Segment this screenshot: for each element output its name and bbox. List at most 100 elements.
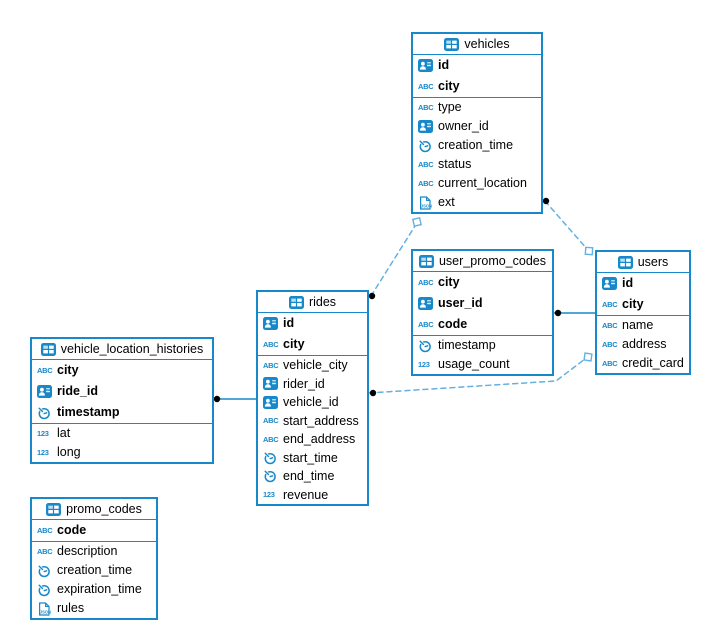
- field-name: start_address: [283, 413, 359, 428]
- text-type-icon: ABC: [602, 320, 618, 330]
- relation-diamond-marker: [412, 217, 422, 227]
- field-name: code: [438, 317, 468, 332]
- field-name: city: [438, 275, 460, 290]
- table-header[interactable]: rides: [258, 292, 367, 313]
- json-doc-icon: JSON: [37, 601, 53, 616]
- table-header[interactable]: users: [597, 252, 689, 273]
- field-row-timestamp[interactable]: timestamp: [32, 402, 212, 423]
- field-row-city[interactable]: ABC city: [413, 272, 552, 293]
- text-type-icon: ABC: [602, 358, 618, 368]
- field-name: end_address: [283, 432, 356, 446]
- clock-icon: [37, 564, 53, 578]
- field-row-id[interactable]: id: [258, 313, 367, 334]
- table-header[interactable]: vehicle_location_histories: [32, 339, 212, 360]
- field-row-end_time[interactable]: end_time: [258, 467, 367, 486]
- field-row-credit_card[interactable]: ABC credit_card: [597, 354, 689, 373]
- field-name: credit_card: [622, 356, 684, 371]
- field-name: owner_id: [438, 119, 489, 134]
- text-type-icon: ABC: [418, 319, 434, 329]
- id-card-icon: [37, 385, 53, 398]
- relation-dot-marker: [369, 389, 377, 397]
- text-type-icon: ABC: [418, 81, 434, 91]
- id-card-icon: [263, 395, 279, 409]
- table-icon: [46, 502, 62, 516]
- field-row-creation_time[interactable]: creation_time: [32, 561, 156, 580]
- field-name: id: [622, 276, 634, 291]
- field-row-timestamp[interactable]: timestamp: [413, 336, 552, 355]
- relation-dot-marker: [368, 292, 376, 300]
- field-name: description: [57, 544, 118, 559]
- field-row-creation_time[interactable]: creation_time: [413, 136, 541, 155]
- text-type-icon: ABC: [37, 546, 53, 556]
- field-row-expiration_time[interactable]: expiration_time: [32, 580, 156, 599]
- field-name: status: [438, 157, 472, 172]
- text-type-icon: ABC: [263, 339, 279, 349]
- table-icon: [617, 255, 633, 269]
- field-name: timestamp: [438, 338, 496, 353]
- field-row-id[interactable]: id: [597, 273, 689, 294]
- field-name: lat: [57, 426, 71, 441]
- clock-icon: [37, 583, 53, 597]
- text-type-icon: ABC: [418, 277, 434, 287]
- table-header[interactable]: promo_codes: [32, 499, 156, 520]
- field-row-vehicle_id[interactable]: vehicle_id: [258, 393, 367, 412]
- field-name: vehicle_city: [283, 358, 348, 372]
- relation-rides-users[interactable]: [368, 358, 586, 394]
- relation-diamond-marker: [583, 352, 593, 362]
- field-name: revenue: [283, 487, 329, 502]
- field-row-rider_id[interactable]: rider_id: [258, 374, 367, 393]
- relation-dot-marker: [542, 197, 550, 205]
- clock-icon: [418, 339, 434, 353]
- relation-vehicles-users[interactable]: [544, 200, 588, 250]
- field-row-description[interactable]: ABC description: [32, 542, 156, 561]
- field-row-code[interactable]: ABC code: [413, 314, 552, 335]
- field-name: type: [438, 100, 462, 115]
- text-type-icon: ABC: [602, 299, 618, 309]
- id-card-icon: [602, 277, 618, 290]
- json-doc-icon: JSON: [418, 195, 434, 210]
- table-name: vehicle_location_histories: [60, 342, 204, 356]
- table-header[interactable]: user_promo_codes: [413, 251, 552, 272]
- field-name: rider_id: [283, 376, 325, 391]
- field-row-id[interactable]: id: [413, 55, 541, 76]
- field-row-ride_id[interactable]: ride_id: [32, 381, 212, 402]
- relation-rides-vehicles[interactable]: [370, 225, 416, 297]
- field-name: current_location: [438, 176, 527, 191]
- field-name: timestamp: [57, 405, 120, 420]
- table-header[interactable]: vehicles: [413, 34, 541, 55]
- field-name: end_time: [283, 469, 335, 483]
- field-row-owner_id[interactable]: owner_id: [413, 117, 541, 136]
- field-row-user_id[interactable]: user_id: [413, 293, 552, 314]
- clock-icon: [263, 451, 279, 465]
- field-row-start_time[interactable]: start_time: [258, 448, 367, 467]
